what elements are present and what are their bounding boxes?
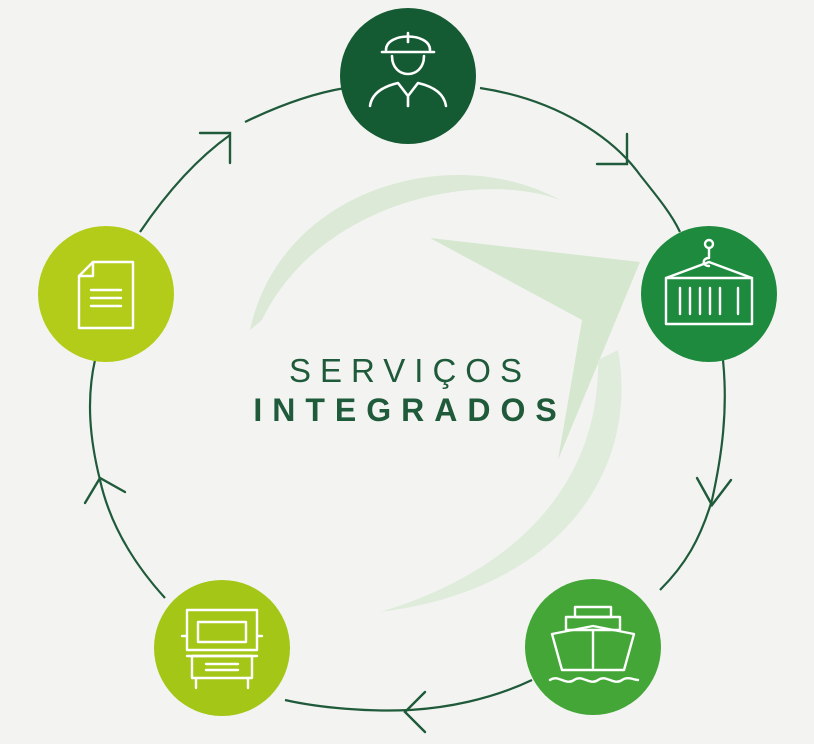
- diagram-title: SERVIÇOS INTEGRADOS: [200, 352, 620, 429]
- shipping-container-icon: [664, 238, 754, 326]
- arc-container-to-ship: [710, 359, 726, 501]
- arc-worker-to-container-b: [639, 174, 681, 233]
- arrowhead-3: [695, 476, 733, 508]
- arc-worker-to-container-a: [479, 86, 641, 176]
- arc-doc-to-worker: [244, 86, 346, 123]
- title-line-services: SERVIÇOS: [289, 352, 531, 389]
- arrowhead-5: [83, 476, 127, 505]
- node-document: [38, 226, 174, 362]
- arrowhead-4: [403, 690, 427, 734]
- cycle-arrowheads: [83, 131, 733, 734]
- arc-truck-to-doc: [98, 479, 166, 599]
- truck-icon: [180, 608, 264, 690]
- document-icon: [77, 260, 135, 330]
- cargo-ship-icon: [548, 605, 640, 683]
- arc-ship-to-truck: [409, 679, 533, 712]
- arc-doc-to-worker-b: [139, 134, 231, 233]
- arrowhead-1: [198, 131, 232, 165]
- title-line-integrated: INTEGRADOS: [253, 392, 567, 428]
- node-container: [641, 226, 777, 362]
- cycle-connectors: [88, 86, 726, 712]
- worker-helmet-icon: [368, 31, 448, 108]
- arc-truck-to-doc-b: [88, 359, 102, 481]
- arc-ship-to-truck-b: [284, 698, 411, 712]
- node-ship: [525, 579, 661, 715]
- arc-container-to-ship-b: [659, 499, 714, 591]
- swoosh-background: [250, 175, 640, 612]
- node-truck: [154, 580, 290, 716]
- node-worker: [340, 8, 476, 144]
- arrowhead-2: [595, 132, 629, 166]
